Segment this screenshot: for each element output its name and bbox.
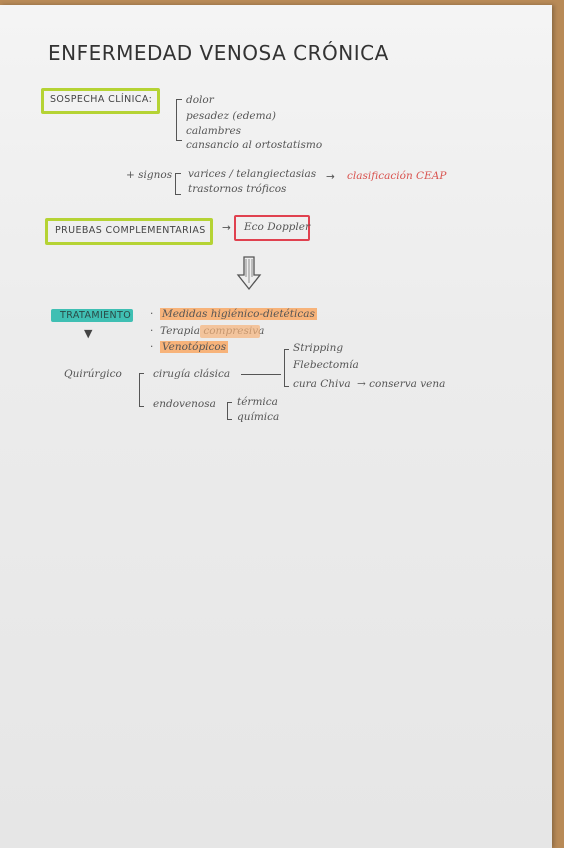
symptom-item: dolor (186, 94, 214, 106)
signos-label: + signos (126, 169, 173, 181)
signo-item: trastornos tróficos (188, 183, 287, 195)
notebook-page: ENFERMEDAD VENOSA CRÓNICA SOSPECHA CLÍNI… (0, 5, 552, 848)
endovenosa-brace (227, 402, 232, 420)
sospecha-brace (176, 99, 182, 141)
arrow-icon: → (326, 171, 335, 183)
cirugia-item: Stripping (293, 342, 344, 354)
bullet: · (150, 341, 154, 353)
tratamiento-label: TRATAMIENTO (60, 310, 132, 321)
down-arrow-icon (236, 256, 262, 291)
small-down-arrow-icon: ▼ (84, 327, 93, 340)
chiva-note: → conserva vena (357, 378, 446, 390)
signos-brace (175, 173, 181, 195)
tratamiento-item: Medidas higiénico-dietéticas (160, 308, 317, 320)
compresiva-highlight (200, 325, 260, 338)
endovenosa-item: química (237, 411, 280, 423)
signo-item: varices / telangiectasias (188, 168, 317, 180)
cirugia-clasica-label: cirugía clásica (153, 368, 231, 380)
sospecha-box (41, 88, 160, 114)
ceap-label: clasificación CEAP (347, 170, 447, 182)
cirugia-brace (284, 349, 289, 387)
pruebas-box (45, 218, 213, 245)
tratamiento-item-text: Venotópicos (160, 341, 229, 353)
quirurgico-brace (139, 373, 144, 407)
quirurgico-label: Quirúrgico (64, 368, 122, 380)
arrow-icon: → (222, 222, 231, 234)
connector-line (241, 374, 281, 375)
symptom-item: cansancio al ortostatismo (186, 139, 323, 151)
bullet: · (150, 308, 154, 320)
endovenosa-label: endovenosa (153, 398, 216, 410)
symptom-item: pesadez (edema) (186, 110, 276, 122)
page-title: ENFERMEDAD VENOSA CRÓNICA (48, 41, 389, 65)
tratamiento-highlight (51, 309, 133, 322)
tratamiento-item: Venotópicos (160, 341, 229, 353)
eco-doppler-label: Eco Doppler (244, 221, 310, 233)
eco-box (234, 215, 310, 241)
cirugia-item: cura Chiva (293, 378, 351, 390)
bullet: · (150, 325, 154, 337)
tratamiento-item-text: Medidas higiénico-dietéticas (160, 308, 317, 320)
pruebas-label: PRUEBAS COMPLEMENTARIAS (55, 225, 206, 236)
sospecha-label: SOSPECHA CLÍNICA: (50, 94, 153, 105)
symptom-item: calambres (186, 125, 242, 137)
cirugia-item: Flebectomía (293, 359, 359, 371)
endovenosa-item: térmica (237, 396, 278, 408)
